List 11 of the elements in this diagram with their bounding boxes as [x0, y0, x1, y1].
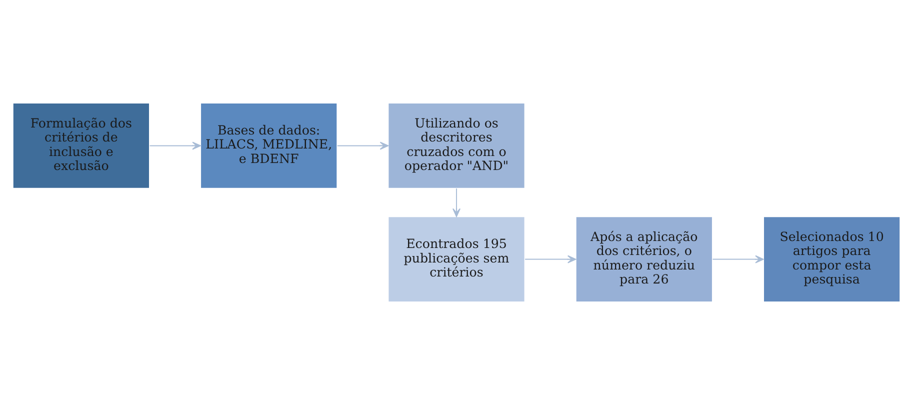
node-box: Econtrados 195 publicações sem critérios: [388, 216, 526, 302]
node-box: Bases de dados: LILACS, MEDLINE, e BDENF: [200, 102, 338, 189]
arrow: [452, 188, 461, 218]
arrow: [712, 255, 764, 264]
arrow: [524, 255, 576, 264]
node-box: Selecionados 10 artigos para compor esta pesquisa: [763, 216, 900, 302]
node-box: Utilizando os descritores cruzados com o operador "AND": [388, 102, 526, 189]
arrow: [149, 142, 201, 150]
arrow: [336, 142, 389, 150]
node-box: Após a aplicação dos critérios, o número reduziu para 26: [576, 216, 713, 302]
node-box: Formulação dos critérios de inclusão e exclusão: [12, 102, 150, 189]
